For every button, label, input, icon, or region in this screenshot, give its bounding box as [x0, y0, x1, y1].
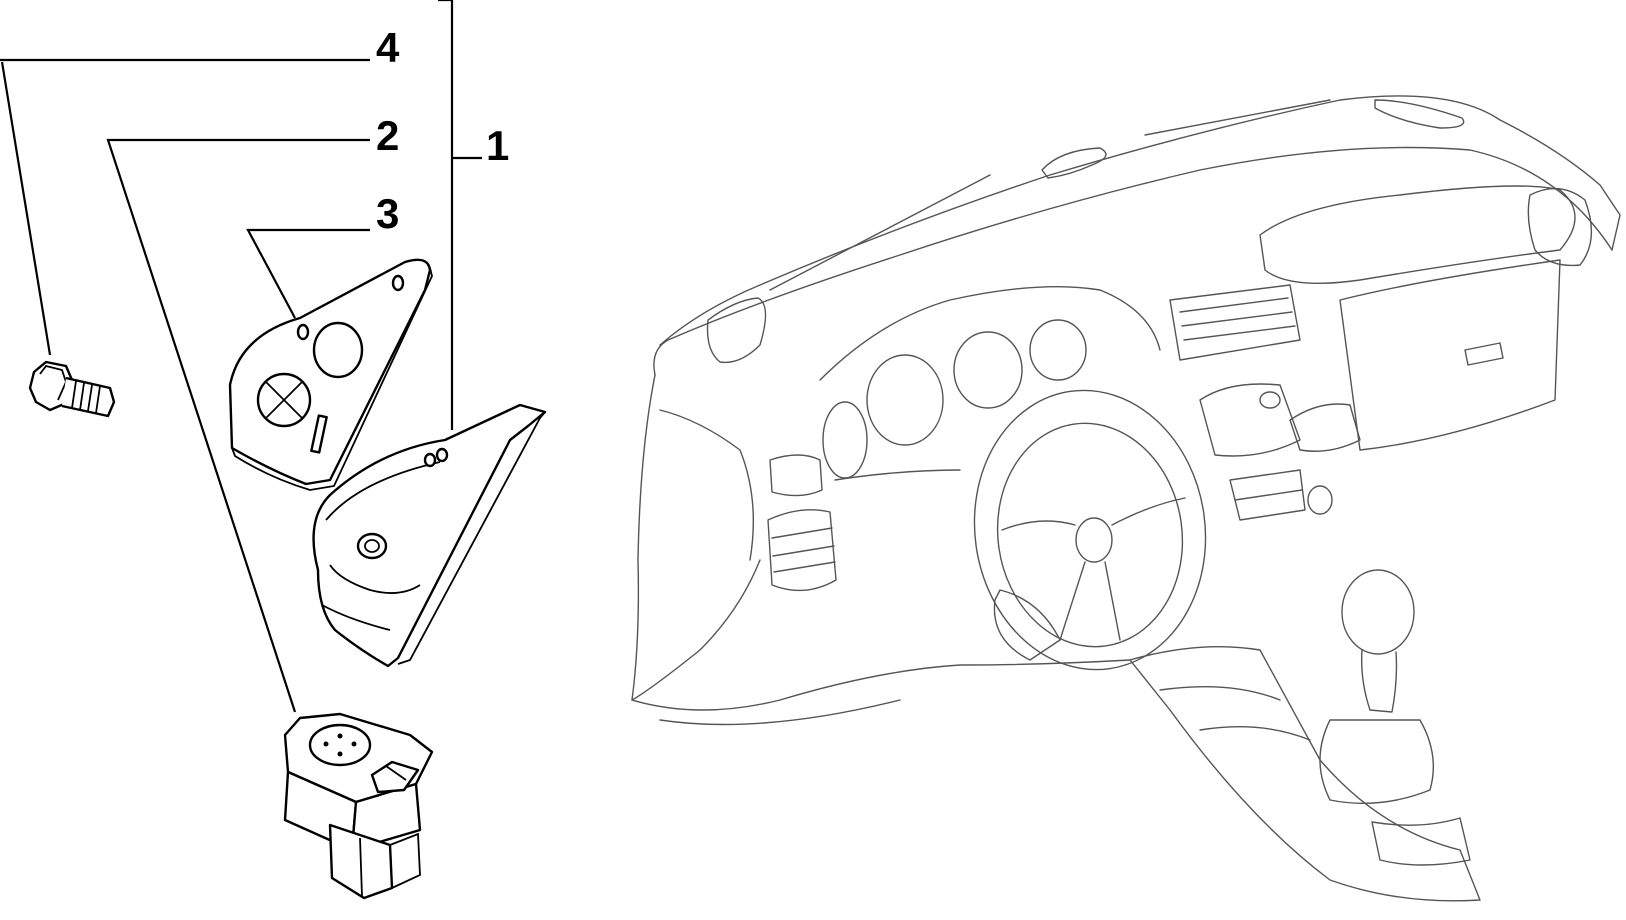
- callout-1: 1: [486, 122, 509, 169]
- callout-3: 3: [376, 190, 399, 237]
- leader-line-3: [246, 228, 370, 319]
- bracket-housing-part: [312, 403, 547, 668]
- dashboard-outline: [631, 95, 1621, 902]
- leader-line-4: [0, 58, 370, 356]
- leader-line-2: [106, 138, 370, 713]
- callout-2: 2: [376, 112, 399, 159]
- callout-4: 4: [376, 24, 400, 71]
- bolt-part: [28, 360, 116, 418]
- gasket-plate-part: [228, 258, 433, 491]
- leader-line-1: [438, 0, 482, 430]
- switch-part: [283, 712, 434, 900]
